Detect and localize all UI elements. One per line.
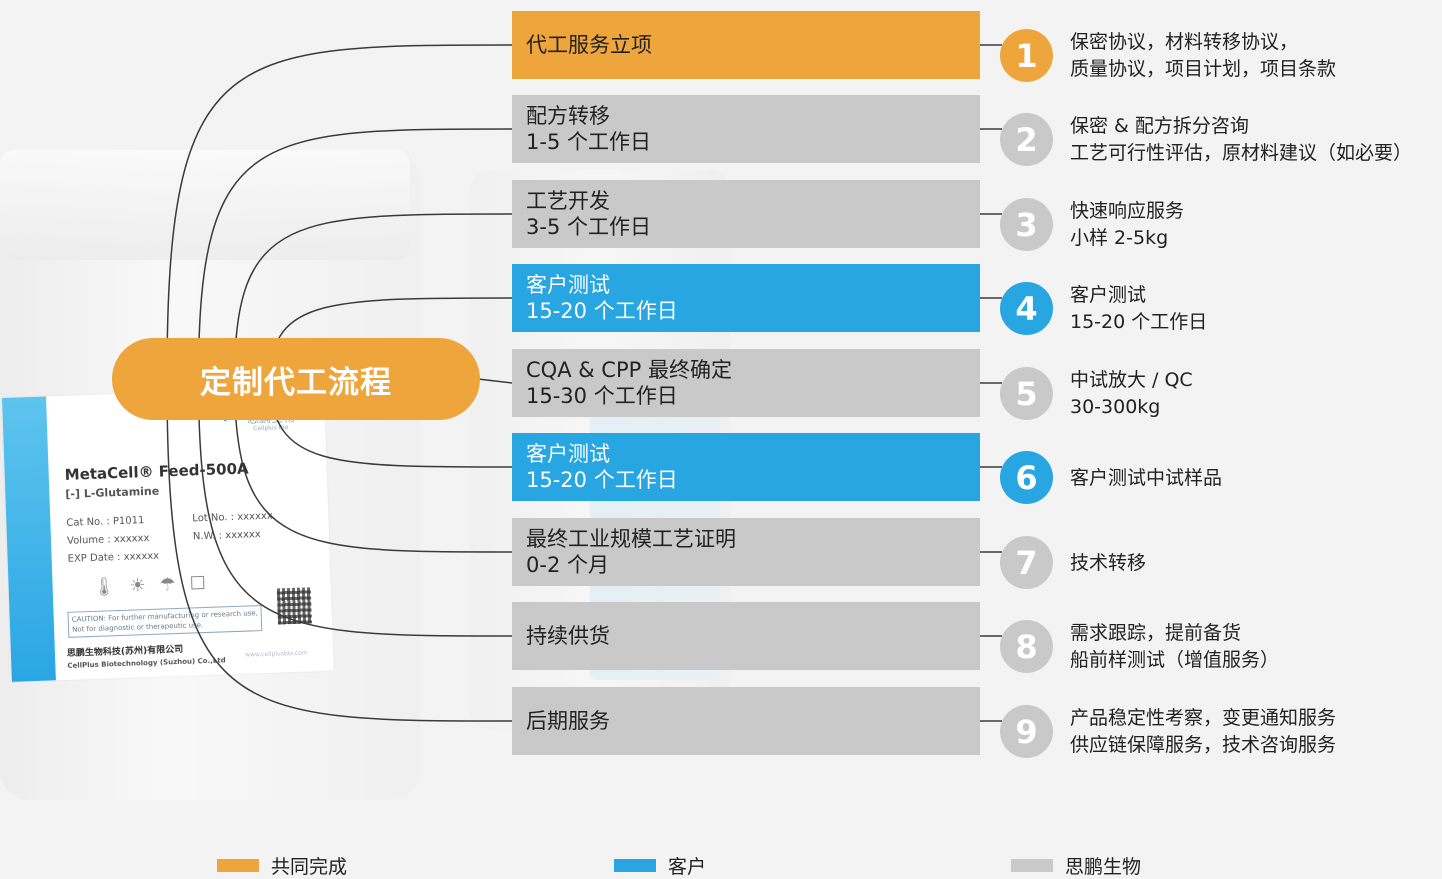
step-description-line: 小样 2-5kg	[1070, 227, 1169, 249]
step-description-2: 保密 & 配方拆分咨询工艺可行性评估，原材料建议（如必要）	[1070, 113, 1412, 167]
step-description-line: 产品稳定性考察，变更通知服务	[1070, 707, 1337, 729]
step-description-line: 保密 & 配方拆分咨询	[1070, 115, 1249, 137]
center-node-label: 定制代工流程	[200, 364, 392, 401]
step-description-line: 客户测试中试样品	[1070, 466, 1223, 489]
step-number-8: 8	[1000, 620, 1053, 673]
step-number-7: 7	[1000, 536, 1053, 589]
step-number-5: 5	[1000, 367, 1053, 420]
step-duration: 0-2 个月	[526, 553, 609, 577]
step-description-line: 供应链保障服务，技术咨询服务	[1070, 734, 1337, 756]
center-node: 定制代工流程	[112, 338, 480, 420]
connector-to-step-2	[197, 128, 513, 380]
step-number-6: 6	[1000, 451, 1053, 504]
connector-to-step-9	[166, 378, 513, 722]
step-description-line: 30-300kg	[1070, 396, 1161, 418]
step-number-1: 1	[1000, 29, 1053, 82]
step-number-2: 2	[1000, 113, 1053, 166]
legend-item-cellplus: 思鹏生物	[1011, 852, 1141, 879]
step-number-3: 3	[1000, 198, 1053, 251]
connector-to-step-8	[197, 378, 513, 637]
step-description-line: 中试放大 / QC	[1070, 369, 1193, 391]
connector-to-step-5	[477, 378, 513, 384]
step-description-8: 需求跟踪，提前备货船前样测试（增值服务）	[1070, 620, 1279, 674]
step-description-line: 工艺可行性评估，原材料建议（如必要）	[1070, 142, 1413, 164]
step-title: 客户测试	[526, 442, 610, 466]
step-description-line: 需求跟踪，提前备货	[1070, 622, 1242, 644]
step-title: 最终工业规模工艺证明	[526, 527, 736, 551]
step-title: 后期服务	[526, 709, 610, 733]
legend-item-customer: 客户	[614, 852, 706, 879]
legend-swatch	[1011, 859, 1053, 872]
step-description-4: 客户测试 15-20 个工作日	[1070, 282, 1207, 336]
step-box-8: 持续供货	[512, 602, 980, 670]
step-description-6: 客户测试中试样品	[1070, 465, 1222, 492]
connector-to-step-1	[166, 44, 513, 380]
step-description-line: 质量协议，项目计划，项目条款	[1070, 58, 1337, 80]
step-title: 配方转移	[526, 104, 610, 128]
step-description-9: 产品稳定性考察，变更通知服务供应链保障服务，技术咨询服务	[1070, 705, 1336, 759]
step-number-9: 9	[1000, 705, 1053, 758]
product-jar-lid	[0, 150, 410, 260]
legend-item-joint: 共同完成	[217, 852, 347, 879]
step-duration: 15-20 个工作日	[526, 299, 678, 323]
step-description-1: 保密协议，材料转移协议， 质量协议，项目计划，项目条款	[1070, 29, 1336, 83]
step-number-4: 4	[1000, 282, 1053, 335]
step-duration: 1-5 个工作日	[526, 130, 651, 154]
step-duration: 15-30 个工作日	[526, 384, 678, 408]
step-description-7: 技术转移	[1070, 550, 1146, 577]
step-box-1: 代工服务立项	[512, 11, 980, 79]
legend-label: 思鹏生物	[1065, 856, 1142, 878]
step-title: CQA & CPP 最终确定	[526, 358, 732, 382]
connector-to-step-7	[233, 378, 513, 553]
step-description-line: 技术转移	[1070, 551, 1147, 574]
legend-label: 客户	[668, 856, 707, 878]
step-duration: 3-5 个工作日	[526, 215, 651, 239]
step-title: 持续供货	[526, 624, 610, 648]
step-description-line: 快速响应服务	[1070, 200, 1185, 222]
step-title: 工艺开发	[526, 189, 610, 213]
connector-to-step-3	[233, 213, 513, 380]
step-description-3: 快速响应服务小样 2-5kg	[1070, 198, 1184, 252]
step-title: 代工服务立项	[526, 33, 652, 57]
legend-swatch	[217, 859, 259, 872]
step-title: 客户测试	[526, 273, 610, 297]
step-description-5: 中试放大 / QC 30-300kg	[1070, 367, 1193, 421]
step-description-line: 客户测试	[1070, 284, 1147, 306]
step-description-line: 船前样测试（增值服务）	[1070, 649, 1280, 671]
legend-label: 共同完成	[271, 856, 348, 878]
step-description-line: 15-20 个工作日	[1070, 311, 1208, 333]
step-box-9: 后期服务	[512, 687, 980, 755]
step-duration: 15-20 个工作日	[526, 468, 678, 492]
legend-swatch	[614, 859, 656, 872]
step-description-line: 保密协议，材料转移协议，	[1070, 31, 1299, 53]
